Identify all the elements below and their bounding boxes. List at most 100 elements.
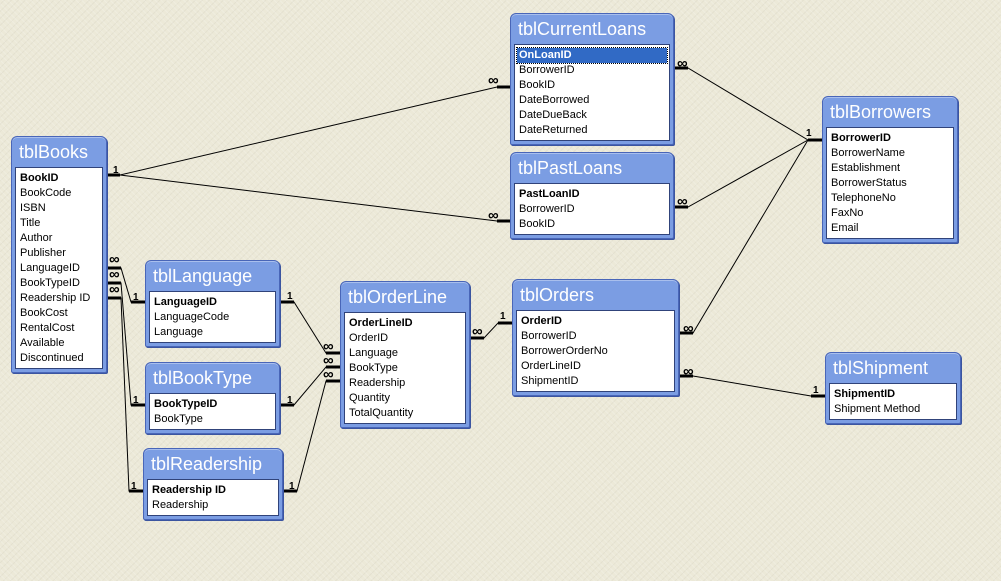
field-item[interactable]: BorrowerID [521, 330, 577, 342]
table-title[interactable]: tblPastLoans [518, 158, 623, 178]
field-item[interactable]: PastLoanID [519, 188, 580, 200]
field-item[interactable]: OrderID [521, 315, 562, 327]
relationship-tblLanguage-tblOrderLine[interactable] [280, 300, 340, 355]
relationship-tblBorrowers-tblOrders[interactable] [679, 138, 822, 335]
field-item[interactable]: BorrowerID [519, 64, 575, 76]
field-item[interactable]: LanguageID [154, 296, 217, 308]
field-list[interactable]: PastLoanID BorrowerID BookID [514, 183, 670, 235]
field-item[interactable]: OrderID [349, 332, 389, 344]
field-item[interactable]: OnLoanID [516, 47, 668, 64]
field-item[interactable]: BorrowerID [519, 203, 575, 215]
field-item[interactable]: ShipmentID [834, 388, 896, 400]
table-title[interactable]: tblShipment [833, 358, 929, 378]
relationship-tblBorrowers-tblPastLoans[interactable] [674, 138, 822, 209]
relationship-line[interactable] [679, 139, 822, 334]
field-item[interactable]: BookTypeID [20, 277, 80, 289]
field-item[interactable]: BookID [519, 79, 556, 91]
relationship-line[interactable] [107, 282, 145, 406]
field-item[interactable]: Publisher [20, 247, 66, 259]
field-item[interactable]: BorrowerStatus [831, 177, 907, 189]
field-item[interactable]: BorrowerOrderNo [521, 345, 608, 357]
relationship-tblBooks-tblCurrentLoans[interactable] [107, 85, 510, 177]
field-item[interactable]: Email [831, 222, 859, 234]
field-item[interactable]: BookID [519, 218, 556, 230]
field-item[interactable]: RentalCost [20, 322, 75, 334]
field-item[interactable]: BorrowerName [831, 147, 905, 159]
field-item[interactable]: DateReturned [519, 124, 588, 136]
field-item[interactable]: OrderLineID [521, 360, 581, 372]
field-item[interactable]: Language [349, 347, 398, 359]
field-item[interactable]: BookType [154, 413, 203, 425]
field-list[interactable]: ShipmentID Shipment Method [829, 383, 957, 420]
field-item[interactable]: BookTypeID [154, 398, 218, 410]
table-title[interactable]: tblLanguage [153, 266, 253, 286]
relationship-tblShipment-tblOrders[interactable] [679, 374, 825, 398]
field-item[interactable]: DateDueBack [519, 109, 587, 121]
cardinality-one-label: 1 [113, 165, 119, 176]
field-item[interactable]: Shipment Method [834, 403, 921, 415]
field-item[interactable]: Readership [152, 499, 209, 511]
relationship-line[interactable] [107, 174, 510, 222]
relationship-tblBooks-tblPastLoans[interactable] [107, 173, 510, 223]
table-title[interactable]: tblReadership [151, 454, 263, 474]
relationship-tblBorrowers-tblCurrentLoans[interactable] [674, 66, 822, 142]
field-list[interactable]: BookTypeID BookType [149, 393, 276, 430]
field-item[interactable]: LanguageCode [154, 311, 230, 323]
relationship-line[interactable] [679, 375, 825, 397]
relationship-line[interactable] [107, 86, 510, 176]
table-title[interactable]: tblOrders [520, 285, 595, 305]
relationship-tblBookType-tblBooks[interactable] [107, 281, 145, 407]
table-title[interactable]: tblBooks [19, 142, 89, 162]
field-item[interactable]: BorrowerID [831, 132, 891, 144]
field-item[interactable]: Title [20, 217, 41, 229]
field-item[interactable]: OrderLineID [349, 317, 413, 329]
field-item[interactable]: LanguageID [20, 262, 80, 274]
field-item[interactable]: BookID [20, 172, 59, 184]
cardinality-one-label: 1 [289, 481, 295, 492]
field-item[interactable]: Readership [349, 377, 406, 389]
field-item[interactable]: Author [20, 232, 53, 244]
field-item[interactable]: TotalQuantity [349, 407, 414, 419]
field-item[interactable]: BookCode [20, 187, 72, 199]
field-item[interactable]: TelephoneNo [831, 192, 896, 204]
relationship-line[interactable] [674, 139, 822, 208]
table-title[interactable]: tblCurrentLoans [518, 19, 647, 39]
cardinality-one-label: 1 [500, 311, 506, 322]
table-title[interactable]: tblOrderLine [348, 287, 448, 307]
field-item[interactable]: Readership ID [20, 292, 91, 304]
field-item[interactable]: Discontinued [20, 352, 84, 364]
field-item[interactable]: Available [20, 337, 65, 349]
relationship-line[interactable] [674, 67, 822, 141]
field-item[interactable]: Readership ID [152, 484, 226, 496]
field-list[interactable]: Readership ID Readership [147, 479, 279, 516]
field-item[interactable]: Language [154, 326, 203, 338]
field-item[interactable]: Quantity [349, 392, 390, 404]
field-item[interactable]: FaxNo [831, 207, 864, 219]
table-title[interactable]: tblBookType [153, 368, 253, 388]
field-item[interactable]: Establishment [831, 162, 901, 174]
relationship-line[interactable] [280, 301, 340, 354]
field-item[interactable]: ISBN [20, 202, 46, 214]
field-item[interactable]: BookType [349, 362, 398, 374]
field-item[interactable]: ShipmentID [521, 375, 579, 387]
field-item[interactable]: BookCost [20, 307, 68, 319]
field-item[interactable]: DateBorrowed [519, 94, 590, 106]
table-title[interactable]: tblBorrowers [830, 102, 932, 122]
